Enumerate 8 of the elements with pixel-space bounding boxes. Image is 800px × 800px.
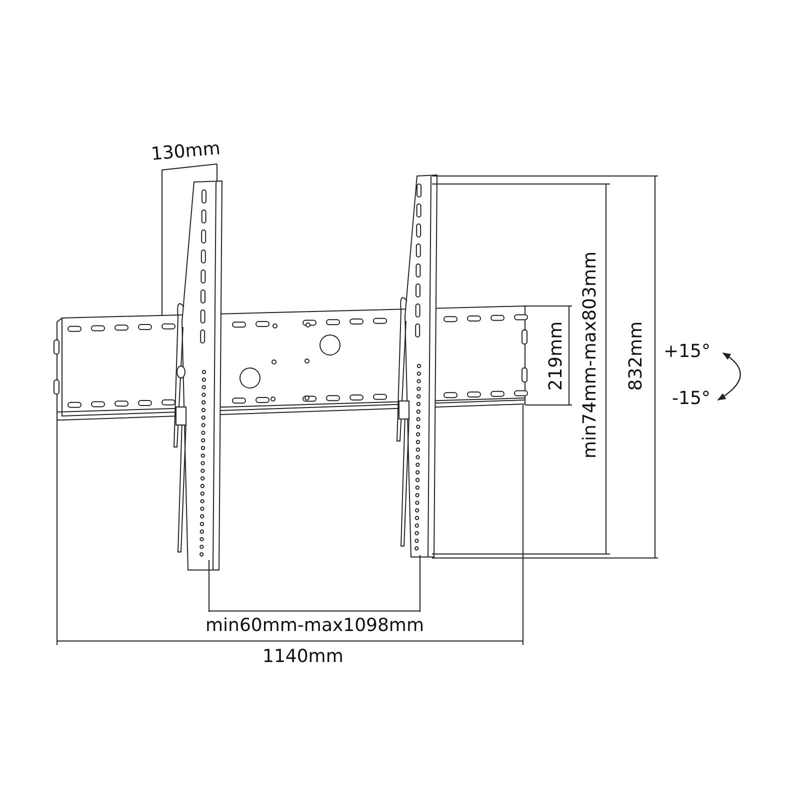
dimension-label: 219mm bbox=[547, 321, 566, 391]
dimension-label: min74mm-max803mm bbox=[581, 251, 600, 459]
dimension-label: +15° bbox=[664, 343, 710, 361]
dimension-label: 130mm bbox=[150, 140, 221, 164]
dimension-label: -15° bbox=[672, 390, 710, 408]
dimension-label: 832mm bbox=[627, 321, 646, 391]
dimension-label: min60mm-max1098mm bbox=[206, 617, 424, 635]
dimension-label: 1140mm bbox=[262, 648, 344, 666]
